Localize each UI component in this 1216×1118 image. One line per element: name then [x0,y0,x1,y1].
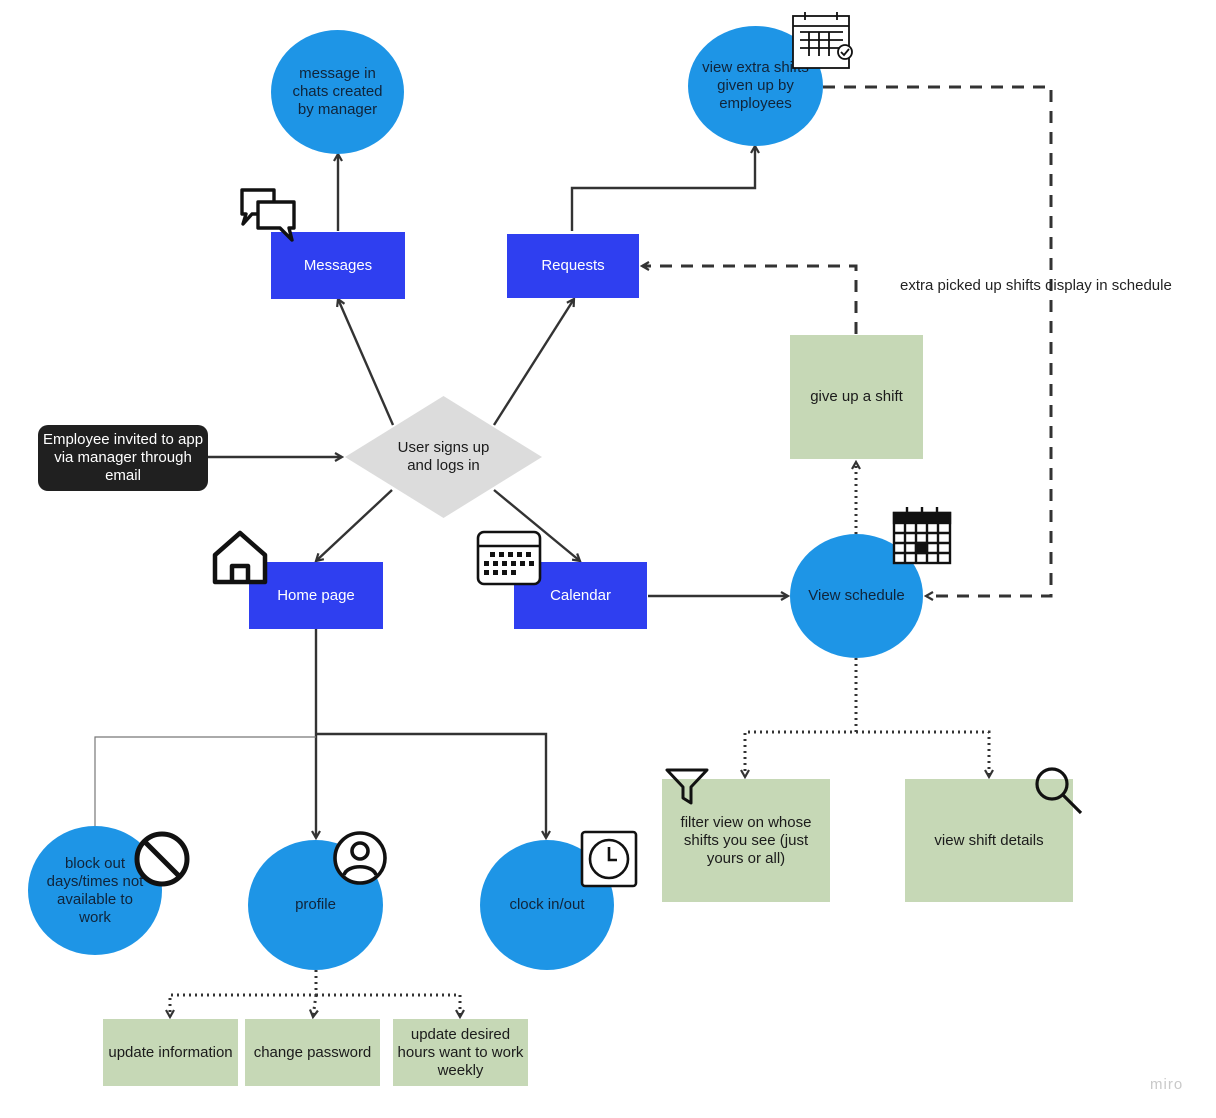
connector-home-to-blockout [94,736,316,826]
chat-bubbles-icon [238,186,298,244]
calendar-check-icon [791,10,857,72]
give-up-shift-note: give up a shift [790,335,923,459]
calendar-day-icon [891,505,953,567]
connector-signup-to-requests [492,299,574,426]
connector-profile-to-update-info [170,970,318,1017]
connector-signup-to-messages [338,299,395,426]
connector-signup-to-home [316,489,393,561]
employee-invited-node: Employee invited to app via manager thro… [38,425,208,491]
funnel-icon [664,767,710,807]
calendar-grid-icon [476,530,542,586]
connector-schedule-to-details [856,730,989,777]
connector-schedule-to-filter [745,658,858,777]
connector-signup-to-calendar [493,489,580,561]
magnifier-icon [1033,765,1085,817]
user-circle-icon [332,830,388,886]
connector-giveup-to-requests [642,266,858,334]
view-shift-details-note: view shift details [905,779,1073,902]
connector-requests-to-extra-shifts [570,146,755,231]
home-page-screen: Home page [249,562,383,629]
update-information-note: update information [103,1019,238,1086]
connector-profile-to-change-password [313,994,316,1017]
prohibited-icon [133,830,191,888]
change-password-note: change password [245,1019,380,1086]
extra-shifts-annotation: extra picked up shifts display in schedu… [900,277,1172,294]
connector-extra-shifts-to-schedule [823,85,1053,596]
calendar-screen: Calendar [514,562,647,629]
requests-screen: Requests [507,234,639,298]
messages-screen: Messages [271,232,405,299]
clock-icon [580,830,638,888]
connector-home-to-clock [316,732,546,838]
message-in-chats-node: message in chats created by manager [271,30,404,154]
user-signs-up-decision: User signs up and logs in [345,396,542,518]
miro-watermark: miro [1150,1076,1184,1093]
connector-profile-to-desired-hours [316,993,460,1017]
update-desired-hours-note: update desired hours want to work weekly [393,1019,528,1086]
house-icon [210,528,270,586]
decision-diamond [345,396,542,518]
user-signs-up-label: User signs up and logs in [397,439,490,474]
